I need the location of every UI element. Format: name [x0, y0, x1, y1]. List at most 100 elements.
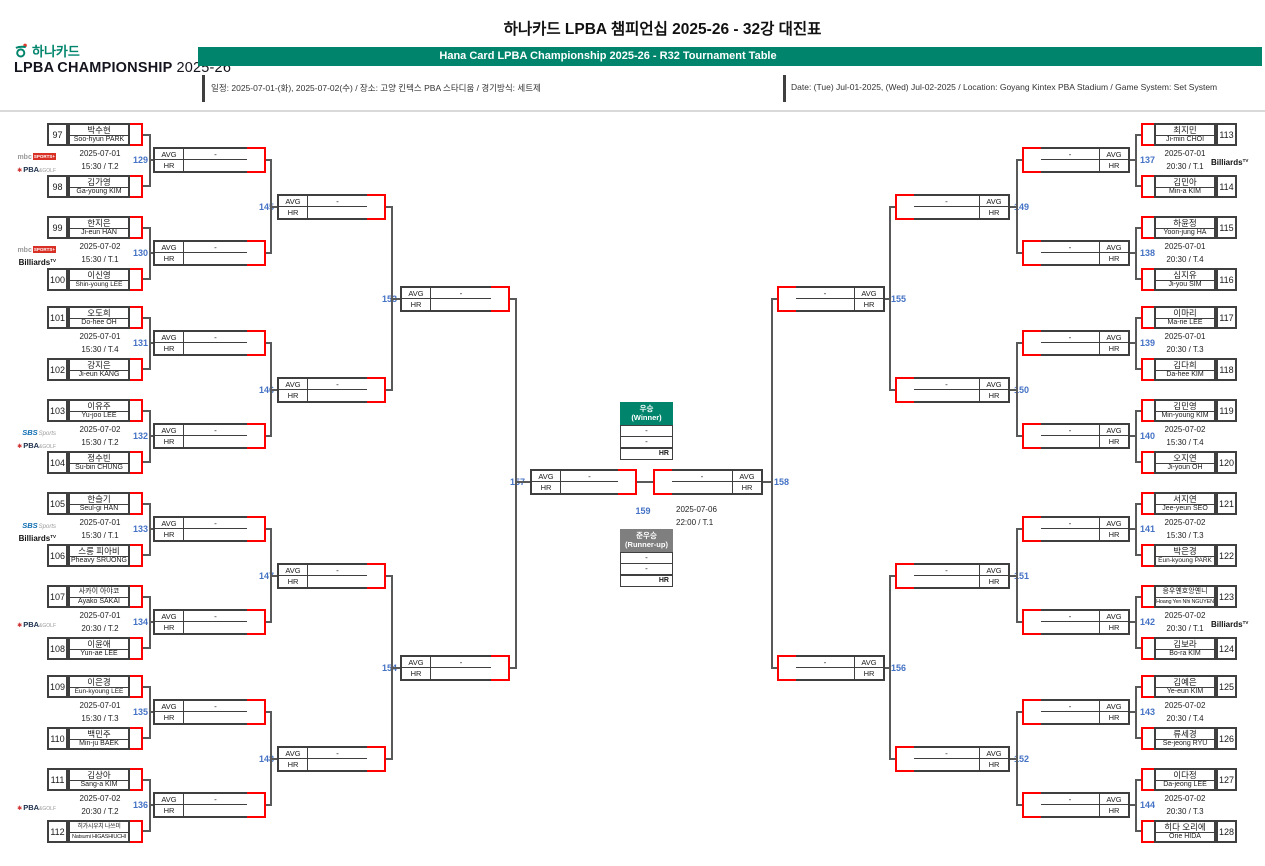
bracket-line — [1135, 461, 1141, 463]
hr-value — [1041, 253, 1099, 264]
logo-brand-text: 하나카드 — [32, 43, 80, 59]
final-match-date: 2025-07-06 — [676, 505, 717, 514]
player-name-en: Eun-kyoung PARK — [1158, 557, 1212, 564]
avg-label: AVG — [979, 565, 1008, 576]
avg-value: - — [796, 288, 854, 299]
bracket-line — [149, 342, 153, 344]
winner-cell — [247, 699, 266, 725]
hr-value — [308, 759, 367, 770]
winner-mark — [130, 544, 143, 567]
match-date: 2025-07-01 — [79, 701, 121, 710]
player-name-en: Do-hee OH — [81, 319, 117, 326]
winner-mark — [130, 637, 143, 660]
player-name-kr: 이유주 — [70, 401, 128, 412]
hr-label: HR — [279, 759, 308, 770]
winner-mark — [130, 123, 143, 146]
player-name-en: Soo-hyun PARK — [73, 136, 125, 143]
bracket-line — [266, 528, 272, 530]
bracket-line — [266, 342, 272, 344]
avg-value: - — [1041, 332, 1099, 343]
hr-value — [1041, 622, 1099, 633]
bracket-line — [1135, 317, 1141, 319]
avg-label: AVG — [279, 379, 308, 390]
bracket-line — [1135, 830, 1141, 832]
winner-cell — [618, 469, 637, 495]
broadcaster-logo-btv: BilliardsTV — [12, 530, 56, 543]
match-time: 20:30 / T.1 — [1166, 162, 1204, 171]
player-name-kr: 정수빈 — [70, 453, 128, 464]
match-number: 156 — [891, 663, 907, 673]
player-name-en: Ga-young KIM — [76, 188, 122, 195]
logo-row-brand: 하나카드 — [14, 42, 231, 59]
player-name-kr: 오지연 — [1156, 453, 1214, 464]
player-number: 119 — [1216, 399, 1237, 422]
runnerup-title-en: (Runner-up) — [625, 539, 668, 549]
player-name-kr: 이은경 — [70, 677, 128, 688]
avg-value: - — [1041, 242, 1099, 253]
match-number: 140 — [1140, 431, 1156, 441]
bracket-line — [386, 206, 393, 208]
player-name-kr: 이마리 — [1156, 308, 1214, 319]
match-number: 151 — [1014, 571, 1030, 581]
bracket-line — [149, 621, 153, 623]
avg-value: - — [184, 518, 247, 529]
match-number: 142 — [1140, 617, 1156, 627]
match-time: 15:30 / T.3 — [81, 714, 119, 723]
result-box: AVG-HR — [153, 699, 249, 725]
bracket-line — [143, 461, 151, 463]
bracket-line — [885, 667, 891, 669]
avg-label: AVG — [732, 471, 761, 482]
player-name-en: Natsumi HIGASHIUCHI — [72, 834, 126, 840]
winner-hr-label: HR — [658, 450, 669, 457]
match-date: 2025-07-01 — [79, 611, 121, 620]
bracket-line — [1016, 621, 1022, 623]
hr-value — [184, 712, 247, 723]
match-date: 2025-07-01 — [1164, 332, 1206, 341]
avg-value: - — [1041, 425, 1099, 436]
pba-logo-text: PBA — [23, 803, 40, 812]
player-name-en: Min-young KIM — [1161, 412, 1209, 419]
match-number: 154 — [381, 663, 397, 673]
player-name-kr: 서지연 — [1156, 494, 1214, 505]
hr-value — [184, 805, 247, 816]
avg-label: AVG — [1099, 518, 1128, 529]
bracket-line — [143, 779, 151, 781]
winner-mark — [130, 585, 143, 608]
avg-value: - — [914, 748, 979, 759]
hr-label: HR — [279, 390, 308, 401]
match-date: 2025-07-02 — [1164, 425, 1206, 434]
avg-value: - — [1041, 518, 1099, 529]
hr-label: HR — [979, 576, 1008, 587]
result-box: AVG-HR — [153, 147, 249, 173]
bracket-line — [386, 389, 393, 391]
bracket-line — [771, 667, 777, 669]
winner-cell — [247, 147, 266, 173]
avg-value: - — [914, 565, 979, 576]
broadcaster-logo-pba: ✱PBA&GOLF — [12, 437, 56, 450]
player-number: 116 — [1216, 268, 1237, 291]
player-number: 126 — [1216, 727, 1237, 750]
result-box: AVG-HR — [153, 423, 249, 449]
match-number: 139 — [1140, 338, 1156, 348]
broadcaster-logo-btv: BilliardsTV — [1211, 616, 1263, 629]
winner-mark — [1141, 175, 1154, 198]
hr-label: HR — [155, 160, 184, 171]
winner-mark — [1141, 492, 1154, 515]
match-number: 150 — [1014, 385, 1030, 395]
player-number: 98 — [47, 175, 68, 198]
match-number: 133 — [132, 524, 148, 534]
hr-label: HR — [1099, 160, 1128, 171]
broadcaster-logo-sbs: SBSSports — [12, 424, 56, 437]
winner-mark — [1141, 727, 1154, 750]
